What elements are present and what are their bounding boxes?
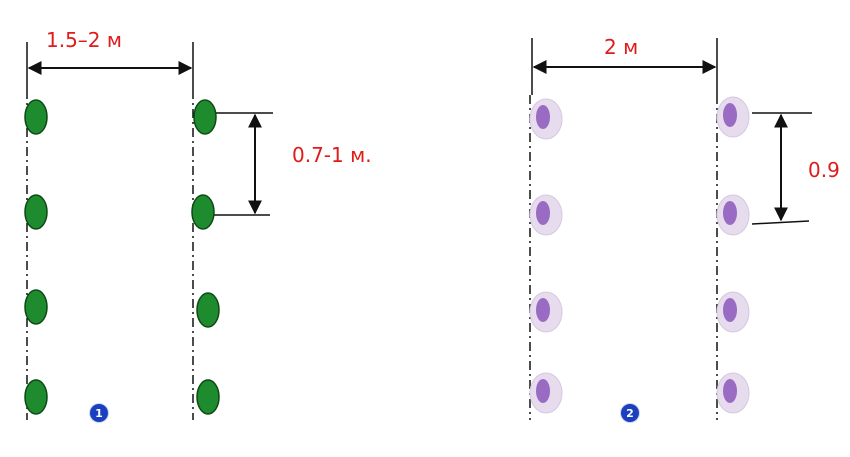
scheme-number-badge-1: 1: [90, 404, 108, 422]
plant-2-left-1: [529, 98, 563, 140]
plant-1-left-1: [24, 99, 48, 135]
plant-2-right-2: [716, 194, 750, 236]
plant-spacing-label-1: 0.7-1 м.: [292, 143, 372, 167]
plant-2-left-2: [529, 194, 563, 236]
scheme-2: [529, 38, 812, 420]
plant-1-right-4: [196, 379, 220, 415]
plant-2-right-3: [716, 291, 750, 333]
scheme-1: [24, 42, 273, 420]
row-spacing-label-2: 2 м: [604, 35, 639, 59]
plant-2-right-4: [716, 372, 750, 414]
plant-1-left-3: [24, 289, 48, 325]
plant-1-right-3: [196, 292, 220, 328]
plant-1-right-1: [193, 99, 217, 135]
scheme-number-badge-2: 2: [621, 404, 639, 422]
plant-spacing-label-2: 0.9: [808, 158, 840, 182]
plant-2-left-3: [529, 291, 563, 333]
plant-1-right-2: [191, 194, 215, 230]
plant-2-right-1: [716, 96, 750, 138]
plant-1-left-2: [24, 194, 48, 230]
row-spacing-label-1: 1.5–2 м: [46, 28, 122, 52]
plant-1-left-4: [24, 379, 48, 415]
plant-2-left-4: [529, 372, 563, 414]
plant-spacing-tick-2-bottom: [751, 220, 810, 225]
